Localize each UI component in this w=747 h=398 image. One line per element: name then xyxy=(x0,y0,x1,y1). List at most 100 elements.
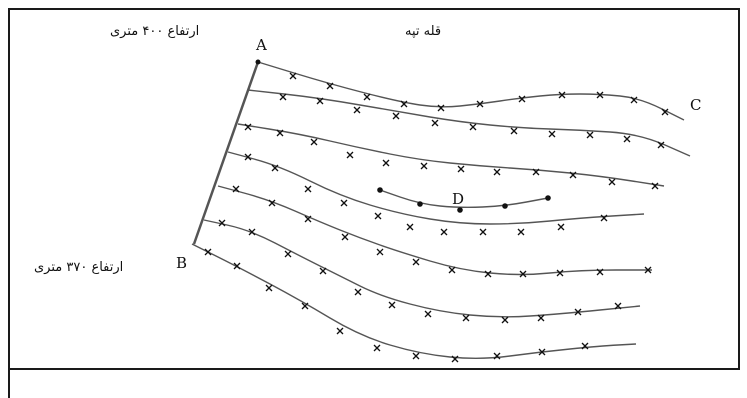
cross-mark xyxy=(600,214,608,222)
cross-mark xyxy=(412,352,420,360)
cross-mark xyxy=(548,130,556,138)
cross-mark xyxy=(431,119,439,127)
cross-mark xyxy=(376,248,384,256)
cross-mark xyxy=(374,212,382,220)
cross-mark xyxy=(388,301,396,309)
cross-mark xyxy=(289,72,297,80)
cross-mark xyxy=(400,100,408,108)
cross-mark xyxy=(268,199,276,207)
cross-mark xyxy=(448,266,456,274)
contour-line-d xyxy=(379,189,549,209)
dot-mark xyxy=(545,195,551,201)
cross-mark xyxy=(341,233,349,241)
cross-mark xyxy=(462,314,470,322)
cross-mark xyxy=(248,228,256,236)
cross-mark xyxy=(353,106,361,114)
cross-mark xyxy=(586,131,594,139)
dot-mark xyxy=(457,207,463,213)
cross-mark xyxy=(484,270,492,278)
label-summit: قله تپه xyxy=(405,24,442,39)
cross-mark xyxy=(336,327,344,335)
contour-marks xyxy=(204,59,669,363)
cross-mark xyxy=(232,185,240,193)
cross-mark xyxy=(501,316,509,324)
cross-mark xyxy=(537,314,545,322)
cross-mark xyxy=(244,123,252,131)
cross-mark xyxy=(510,127,518,135)
contour-line xyxy=(237,123,665,187)
point-c-label: C xyxy=(690,96,702,114)
cross-mark xyxy=(406,223,414,231)
cross-mark xyxy=(218,219,226,227)
cross-mark xyxy=(304,185,312,193)
label-elevation-400: ارتفاع ۴۰۰ متری xyxy=(110,24,200,39)
dot-mark xyxy=(502,203,508,209)
cross-mark xyxy=(319,267,327,275)
cross-mark xyxy=(346,151,354,159)
cross-mark xyxy=(340,199,348,207)
point-b-label: B xyxy=(176,254,188,272)
cross-mark xyxy=(596,268,604,276)
dot-mark xyxy=(417,201,423,207)
cross-mark xyxy=(517,228,525,236)
contour-line xyxy=(217,185,652,276)
cross-mark xyxy=(420,162,428,170)
cross-mark xyxy=(301,302,309,310)
cross-mark xyxy=(493,168,501,176)
cross-mark xyxy=(373,344,381,352)
cross-mark xyxy=(558,91,566,99)
cross-mark xyxy=(581,342,589,350)
contour-lines xyxy=(191,61,691,359)
point-a-dot xyxy=(255,59,261,65)
cross-mark xyxy=(354,288,362,296)
cross-mark xyxy=(518,95,526,103)
cross-mark xyxy=(630,96,638,104)
cross-mark xyxy=(451,355,459,363)
label-elevation-370: ارتفاع ۳۷۰ متری xyxy=(34,260,124,275)
cross-mark xyxy=(276,129,284,137)
cross-mark xyxy=(557,223,565,231)
cross-mark xyxy=(608,178,616,186)
cross-mark xyxy=(493,352,501,360)
contour-line xyxy=(227,151,645,225)
cross-mark xyxy=(614,302,622,310)
cross-mark xyxy=(244,153,252,161)
cross-mark xyxy=(569,171,577,179)
cross-mark xyxy=(382,159,390,167)
cross-mark xyxy=(476,100,484,108)
cross-mark xyxy=(265,284,273,292)
cross-mark xyxy=(412,258,420,266)
cross-mark xyxy=(284,250,292,258)
dot-mark xyxy=(377,187,383,193)
contour-line xyxy=(203,219,641,318)
baseline-a-b xyxy=(192,61,260,245)
cross-mark xyxy=(440,228,448,236)
cross-mark xyxy=(204,248,212,256)
cross-mark xyxy=(651,182,659,190)
point-d-label: D xyxy=(452,190,465,208)
cross-mark xyxy=(316,97,324,105)
cross-mark xyxy=(457,165,465,173)
cross-mark xyxy=(279,93,287,101)
cross-mark xyxy=(424,310,432,318)
cross-mark xyxy=(469,123,477,131)
cross-mark xyxy=(657,141,665,149)
cross-mark xyxy=(623,135,631,143)
cross-mark xyxy=(556,269,564,277)
frame-border-left xyxy=(8,8,10,398)
contour-line xyxy=(191,243,637,359)
cross-mark xyxy=(304,215,312,223)
cross-mark xyxy=(532,168,540,176)
cross-mark xyxy=(596,91,604,99)
cross-mark xyxy=(661,108,669,116)
cross-mark xyxy=(538,348,546,356)
frame-border-right xyxy=(738,8,740,370)
cross-mark xyxy=(644,266,652,274)
contour-line xyxy=(257,61,685,121)
contour-line xyxy=(247,89,691,157)
cross-mark xyxy=(363,93,371,101)
cross-mark xyxy=(392,112,400,120)
cross-mark xyxy=(271,164,279,172)
